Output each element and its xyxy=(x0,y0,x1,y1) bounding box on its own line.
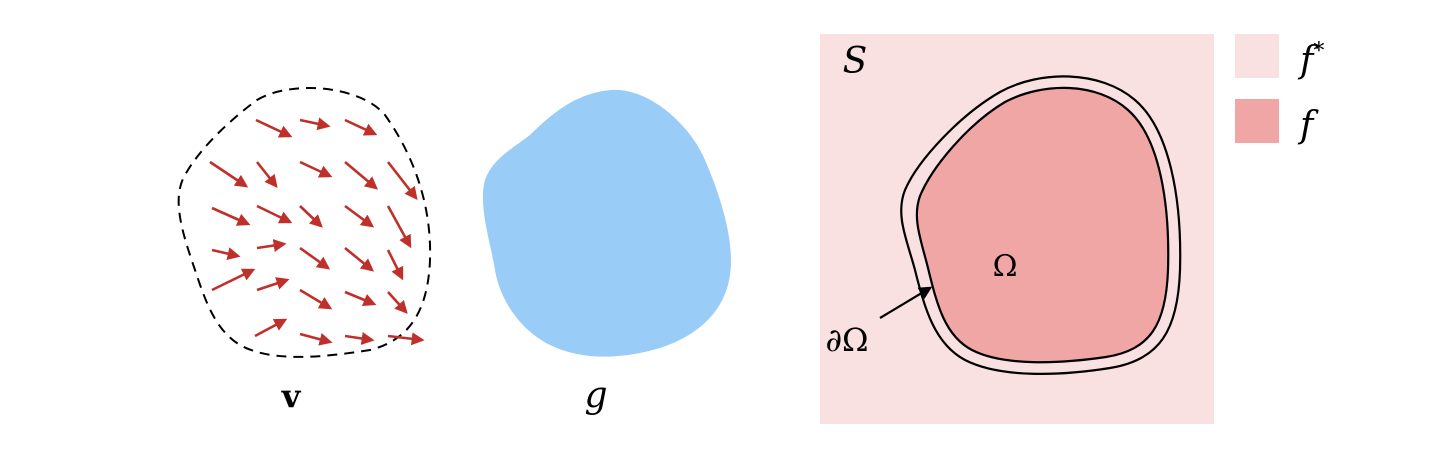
vector-arrow xyxy=(344,246,375,272)
vector-arrow xyxy=(255,161,278,189)
legend-swatch-f-star xyxy=(1235,34,1279,78)
vector-arrow xyxy=(211,206,251,226)
omega-outer-boundary xyxy=(900,75,1182,375)
vector-arrow xyxy=(344,332,375,345)
vector-arrow xyxy=(211,268,256,292)
legend-label-f: f xyxy=(1297,105,1319,146)
vector-arrow xyxy=(299,205,323,228)
vector-arrow xyxy=(344,118,378,136)
vector-arrow xyxy=(386,249,404,281)
vector-arrow xyxy=(387,332,425,346)
vector-arrow xyxy=(299,246,331,270)
vector-arrow xyxy=(299,117,331,131)
vector-field-dashed-boundary xyxy=(177,87,432,358)
vector-arrow xyxy=(256,239,287,252)
boundary-label: ∂Ω xyxy=(825,321,868,359)
vector-field-label: v xyxy=(281,377,302,415)
vector-arrow xyxy=(387,291,408,314)
g-blob xyxy=(482,89,731,357)
omega-label: Ω xyxy=(993,249,1018,284)
vector-arrow xyxy=(344,204,375,228)
vector-arrow xyxy=(255,118,293,138)
vector-arrow xyxy=(344,161,378,190)
g-label: g xyxy=(584,375,607,416)
legend-swatch-f xyxy=(1235,99,1279,143)
s-panel: S Ω ∂Ω xyxy=(820,34,1214,424)
legend: f* f xyxy=(1235,34,1324,146)
s-label: S xyxy=(843,41,868,82)
vector-field-arrows xyxy=(209,117,425,346)
vector-arrow xyxy=(256,204,293,224)
vector-field-panel: v xyxy=(177,87,432,415)
vector-arrow xyxy=(209,160,249,188)
vector-arrow xyxy=(299,160,333,178)
vector-arrow xyxy=(256,277,290,292)
g-panel: g xyxy=(482,89,731,416)
legend-label-f-star: f* xyxy=(1297,39,1324,81)
vector-arrow xyxy=(299,288,333,310)
vector-arrow xyxy=(386,205,412,249)
boundary-pointer-arrow xyxy=(879,286,933,319)
vector-arrow xyxy=(211,247,241,260)
vector-arrow xyxy=(299,332,333,346)
omega-region xyxy=(915,86,1170,364)
vector-arrow xyxy=(344,290,377,307)
vector-arrow xyxy=(254,318,288,338)
vector-arrow xyxy=(386,161,418,201)
